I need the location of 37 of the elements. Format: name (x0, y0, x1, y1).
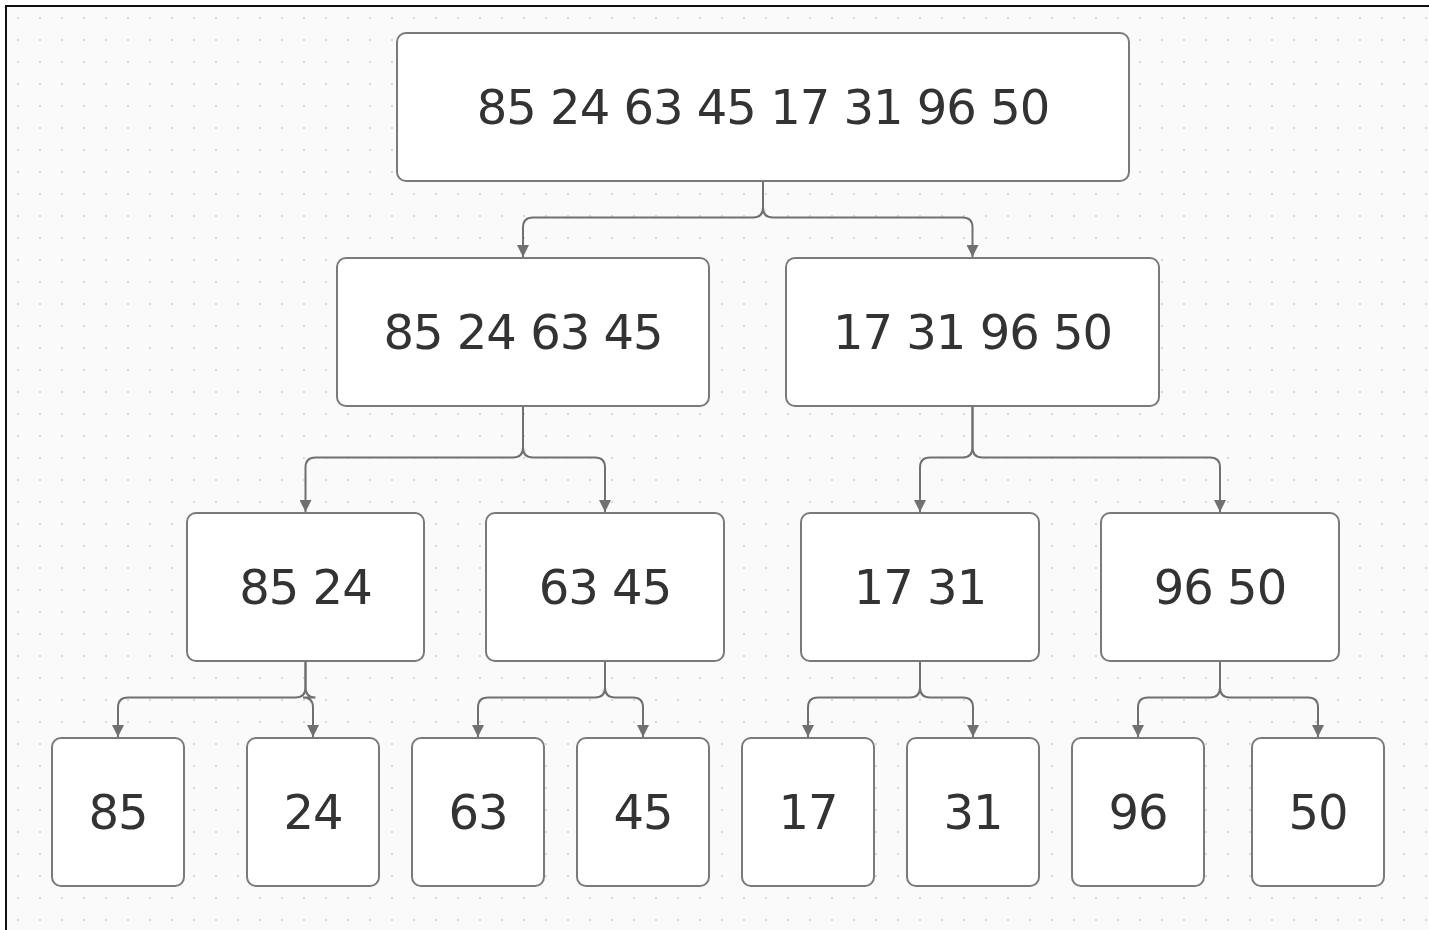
arrow (1219, 661, 1324, 738)
process-box (411, 737, 545, 887)
node-label: 85 24 63 45 17 31 96 50 (476, 79, 1050, 135)
process-box (576, 737, 710, 887)
node-label: 63 45 (538, 559, 672, 615)
process-box (396, 32, 1130, 182)
node-label: 63 (448, 784, 508, 840)
process-box (485, 512, 725, 662)
process-box (186, 512, 425, 662)
node-label: 31 (943, 784, 1003, 840)
process-box (1071, 737, 1205, 887)
arrow (522, 406, 611, 513)
process-box (906, 737, 1040, 887)
process-box (246, 737, 380, 887)
node-label: 85 24 (239, 559, 372, 615)
process-box (785, 257, 1160, 407)
process-box (1251, 737, 1385, 887)
node-label: 17 31 96 50 (832, 304, 1113, 360)
process-box (741, 737, 875, 887)
process-box (336, 257, 710, 407)
node-label: 45 (613, 784, 673, 840)
arrow (762, 181, 979, 258)
node-label: 85 (88, 784, 148, 840)
arrow (604, 661, 649, 738)
arrow (919, 661, 979, 738)
node-label: 17 31 (853, 559, 987, 615)
arrow (302, 661, 319, 738)
process-box (1100, 512, 1340, 662)
node-label: 17 (778, 784, 838, 840)
node-label: 50 (1288, 784, 1348, 840)
arrow (971, 406, 1226, 513)
node-label: 85 24 63 45 (383, 304, 663, 360)
process-box (51, 737, 185, 887)
node-label: 96 (1108, 784, 1168, 840)
node-label: 24 (283, 784, 343, 840)
process-box (800, 512, 1040, 662)
node-label: 96 50 (1153, 559, 1287, 615)
